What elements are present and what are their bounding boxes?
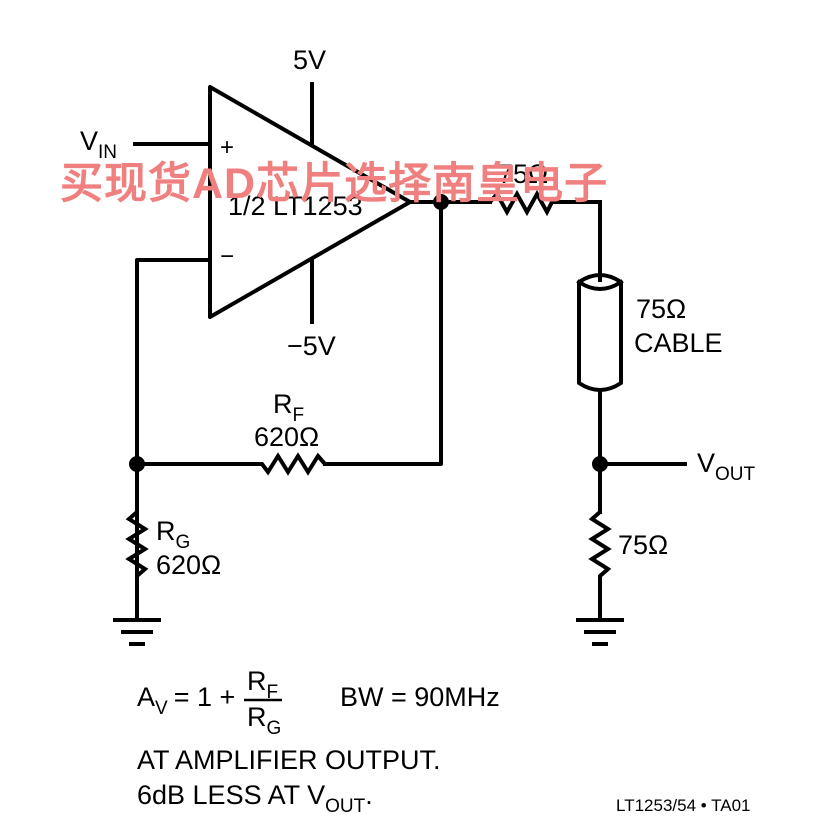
vminus-label: −5V — [287, 331, 336, 361]
rf-label: RF — [273, 389, 304, 426]
series-resistor-label: 75Ω — [498, 159, 548, 189]
ground-symbol-rg — [113, 618, 161, 646]
rg-value-label: 620Ω — [156, 550, 221, 580]
note-line-1: AT AMPLIFIER OUTPUT. — [137, 745, 441, 775]
opamp-label: 1/2 LT1253 — [228, 191, 363, 221]
rg-resistor — [125, 510, 149, 578]
vplus-label: 5V — [293, 45, 326, 75]
feedback-junction-dot — [129, 456, 145, 472]
minus-input-sign: − — [220, 243, 234, 270]
cable-text-label: CABLE — [634, 328, 723, 358]
ground-symbol-load — [576, 618, 624, 646]
series-resistor — [488, 189, 602, 282]
output-junction-dot — [433, 194, 449, 210]
rg-label: RG — [156, 516, 190, 553]
vout-label: VOUT — [697, 448, 756, 485]
svg-text:RF: RF — [247, 666, 278, 703]
plus-input-sign: + — [220, 134, 234, 161]
load-resistor-label: 75Ω — [618, 530, 668, 560]
rf-value-label: 620Ω — [254, 422, 319, 452]
vout-junction-dot — [592, 456, 608, 472]
note-line-2: 6dB LESS AT VOUT. — [137, 780, 373, 817]
feedback-wire — [323, 200, 443, 466]
inverting-input-wire — [135, 258, 212, 620]
coax-cable — [576, 273, 624, 392]
bandwidth-label: BW = 90MHz — [340, 682, 500, 712]
watermark-text: 买现货AD芯片选择南皇电子 — [60, 160, 608, 208]
rf-resistor — [137, 452, 327, 476]
vin-label: VIN — [80, 126, 117, 163]
svg-text:RG: RG — [247, 702, 281, 739]
gain-formula: AV= 1 + RF RG — [137, 666, 282, 739]
cable-value-label: 75Ω — [636, 294, 686, 324]
load-resistor — [588, 510, 612, 618]
figure-code: LT1253/54 • TA01 — [616, 796, 751, 815]
svg-text:AV= 1 +: AV= 1 + — [137, 682, 235, 719]
